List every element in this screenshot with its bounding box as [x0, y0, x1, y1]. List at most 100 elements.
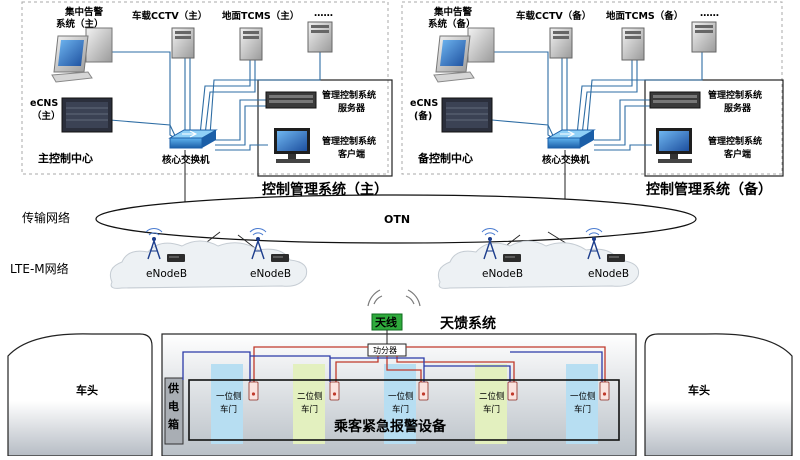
enodeb-box-icon-4 — [607, 254, 625, 262]
door-4-label-1: 二位侧 — [479, 391, 505, 402]
backup-switch-label: 核心交换机 — [542, 154, 590, 166]
main-ellipsis: …… — [314, 8, 333, 19]
door-4 — [475, 364, 507, 444]
door-1 — [211, 364, 243, 444]
red-cables — [253, 346, 606, 382]
main-tcms-server-icon — [239, 27, 263, 61]
main-cctv-server-icon — [171, 27, 195, 59]
main-system-label: 控制管理系统（主） — [262, 181, 388, 198]
main-alarm-pc-icon — [51, 27, 113, 83]
alarm-button-icons — [248, 381, 610, 401]
backup-server-label-1: 管理控制系统 — [708, 89, 762, 101]
main-server-label-2: 服务器 — [338, 102, 366, 114]
backup-alarm-label-1: 集中告警 — [433, 6, 473, 18]
right-train-head — [644, 333, 793, 457]
main-ecns-label-1: eCNS — [30, 98, 58, 109]
enodeb-label-3: eNodeB — [482, 268, 523, 280]
door-1-label-2: 车门 — [220, 404, 237, 415]
lte-m-label: LTE-M网络 — [10, 261, 69, 276]
antenna-signal-icon — [367, 289, 421, 307]
door-3-label-1: 一位侧 — [388, 391, 414, 402]
backup-tcms-label: 地面TCMS（备） — [606, 10, 683, 22]
main-control-center: 集中告警 系统（主） 车载CCTV（主） 地面TCMS（主） …… — [21, 1, 393, 198]
backup-cctv-server-icon — [549, 27, 573, 59]
backup-server-label-2: 服务器 — [724, 102, 752, 114]
main-server-label-1: 管理控制系统 — [322, 89, 376, 101]
right-head-label: 车头 — [688, 383, 710, 397]
backup-extra-server-icon — [691, 21, 717, 53]
backup-ecns-label-1: eCNS — [410, 98, 438, 109]
alarm-device-frame — [188, 379, 620, 441]
main-alarm-label-2: 系统（主） — [56, 18, 104, 30]
main-ecns-label-2: （主） — [32, 110, 61, 122]
main-network-links — [109, 51, 321, 151]
power-box-label-2: 电 — [168, 399, 179, 413]
enodeb-box-icon-2 — [271, 254, 289, 262]
main-mgmt-box — [257, 79, 393, 177]
enodeb-label-4: eNodeB — [588, 268, 629, 280]
left-head-label: 车头 — [76, 383, 98, 397]
enodeb-box-icon-1 — [167, 254, 185, 262]
backup-center-label: 备控制中心 — [417, 151, 473, 165]
backup-alarm-pc-icon — [433, 27, 495, 83]
enodeb-label-2: eNodeB — [250, 268, 291, 280]
door-2-label-2: 车门 — [301, 404, 318, 415]
door-5-label-1: 一位侧 — [570, 391, 596, 402]
backup-ecns-rack-icon — [441, 97, 493, 133]
alarm-device-label: 乘客紧急报警设备 — [333, 418, 447, 435]
alarm-button-dots — [251, 392, 607, 396]
lte-cloud-right — [437, 240, 640, 289]
main-alarm-label-1: 集中告警 — [64, 6, 104, 18]
backup-tcms-server-icon — [621, 27, 645, 61]
otn-label: OTN — [384, 213, 410, 226]
backup-core-switch-icon — [546, 129, 596, 149]
train-section: 天线 天馈系统 车头 车头 供 电 箱 功分器 — [7, 289, 793, 457]
door-2 — [293, 364, 325, 444]
door-5 — [566, 364, 598, 444]
main-core-switch-icon — [168, 129, 218, 149]
enodeb-box-icon-3 — [503, 254, 521, 262]
door-4-label-2: 车门 — [483, 404, 500, 415]
lte-m-network: LTE-M网络 eNodeB eNodeB eNodeB eNodeB — [10, 227, 640, 289]
backup-mgmt-client-icon — [656, 128, 692, 163]
left-train-head — [7, 333, 153, 457]
main-client-label-1: 管理控制系统 — [322, 135, 376, 147]
lte-cloud-left — [109, 240, 308, 289]
main-ecns-rack-icon — [61, 97, 113, 133]
power-box-label-1: 供 — [167, 381, 179, 395]
main-center-label: 主控制中心 — [38, 151, 93, 165]
door-5-label-2: 车门 — [574, 404, 591, 415]
main-cctv-label: 车载CCTV（主） — [132, 10, 207, 22]
backup-client-label-1: 管理控制系统 — [708, 135, 762, 147]
main-center-frame — [21, 1, 389, 175]
splitter-label: 功分器 — [373, 345, 397, 355]
backup-control-center: 集中告警 系统（备） 车载CCTV（备） 地面TCMS（备） …… eCNS — [401, 1, 784, 198]
blue-cables — [182, 351, 603, 382]
main-mgmt-client-icon — [274, 128, 310, 163]
main-switch-label: 核心交换机 — [162, 154, 210, 166]
backup-alarm-label-2: 系统（备） — [428, 18, 476, 30]
antenna-label: 天线 — [375, 315, 397, 329]
backup-client-label-2: 客户端 — [723, 148, 751, 160]
main-tcms-label: 地面TCMS（主） — [222, 10, 299, 22]
power-box-label-3: 箱 — [168, 417, 179, 431]
backup-ecns-label-2: (备) — [414, 110, 432, 122]
backup-cctv-label: 车载CCTV（备） — [516, 10, 591, 22]
door-3 — [384, 364, 416, 444]
door-3-label-2: 车门 — [392, 404, 409, 415]
backup-mgmt-box — [644, 79, 784, 177]
transport-network-label: 传输网络 — [22, 210, 70, 225]
power-box — [164, 377, 184, 445]
main-client-label-2: 客户端 — [337, 148, 365, 160]
main-extra-server-icon — [307, 21, 333, 53]
door-2-label-1: 二位侧 — [297, 391, 323, 402]
backup-system-label: 控制管理系统（备） — [646, 181, 772, 198]
backup-ellipsis: …… — [700, 8, 719, 19]
enodeb-label-1: eNodeB — [146, 268, 187, 280]
antenna-system-label: 天馈系统 — [440, 315, 496, 332]
door-1-label-1: 一位侧 — [216, 391, 242, 402]
backup-mgmt-server-icon — [649, 91, 701, 109]
main-mgmt-server-icon — [265, 91, 317, 109]
otn-ring — [95, 194, 697, 244]
